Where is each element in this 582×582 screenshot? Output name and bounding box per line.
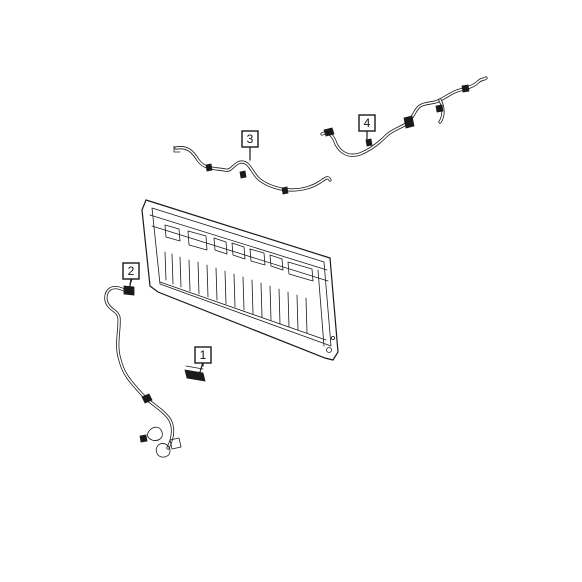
part-3-wiring-harness [173, 145, 332, 195]
part-1-component [184, 361, 206, 382]
part-4-wiring-harness [320, 76, 488, 157]
callout-3-label: 3 [247, 132, 254, 146]
callout-1-label: 1 [200, 348, 207, 362]
part-2-wiring-harness [104, 278, 182, 458]
callout-4[interactable]: 4 [358, 114, 376, 143]
callout-1-box [194, 346, 212, 364]
callout-2-box [122, 262, 140, 280]
tailgate-panel [141, 199, 339, 361]
callout-3-box [241, 130, 259, 148]
callout-2-leader [129, 278, 132, 287]
callout-1[interactable]: 1 [194, 346, 212, 367]
callout-3[interactable]: 3 [241, 130, 259, 161]
callout-4-box [358, 114, 376, 132]
callout-2-label: 2 [128, 264, 135, 278]
callout-4-label: 4 [364, 116, 371, 130]
callout-2[interactable]: 2 [122, 262, 140, 287]
